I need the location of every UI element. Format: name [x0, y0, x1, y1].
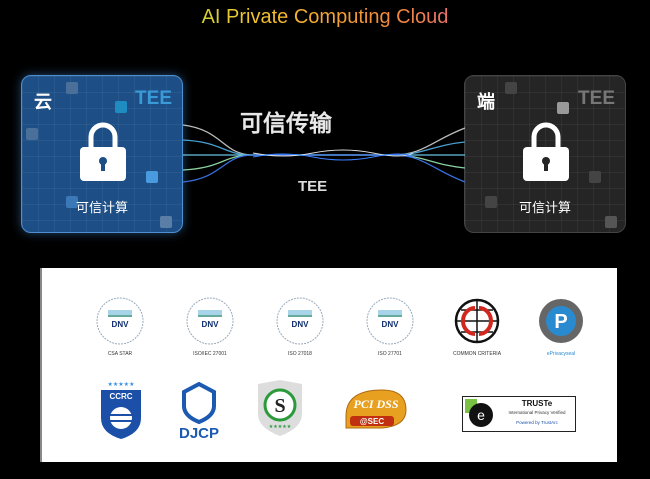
p-text: P	[554, 311, 567, 333]
dnv-text: DNV	[112, 320, 130, 329]
dnv-iso27018-badge: DNV ISO 27018	[272, 296, 328, 357]
device-tee-card: 端 TEE 可信计算	[464, 75, 626, 233]
badge-caption: ePrivacyseal	[546, 351, 576, 357]
dnv-csa-star-badge: DNV CSA STAR	[92, 296, 148, 357]
dnv-text: DNV	[382, 320, 400, 329]
dnv-text: DNV	[202, 320, 220, 329]
pci-text: PCI DSS	[353, 397, 398, 411]
common-criteria-badge: CC COMMON CRITERIA	[449, 296, 505, 357]
badge-caption: ISO 27018	[288, 351, 312, 357]
dnv-iso27001-badge: DNV ISO/IEC 27001	[182, 296, 238, 357]
badge-caption: ISO 27701	[378, 351, 402, 357]
truste-title: TRUSTe	[521, 399, 553, 408]
badge-caption: CSA STAR	[107, 351, 133, 357]
cloud-label: 云	[34, 92, 52, 113]
lock-icon	[80, 122, 126, 181]
truste-line1: International Privacy Verified	[508, 410, 566, 415]
transfer-wires	[183, 124, 465, 183]
dnv-text: DNV	[292, 320, 310, 329]
lock-icon	[523, 122, 569, 181]
svg-text:e: e	[477, 407, 485, 423]
device-tee-label: TEE	[578, 88, 615, 109]
badge-caption: ISO/IEC 27001	[193, 351, 227, 357]
certifications-panel: DNV CSA STAR DNV ISO/IEC 27001 DNV ISO 2…	[40, 268, 617, 462]
cloud-tee-label: TEE	[135, 88, 172, 109]
asec-text: @SEC	[360, 417, 384, 426]
device-caption: 可信计算	[518, 201, 571, 216]
ccrc-badge: CCRC ★★★★★	[98, 378, 144, 445]
eprivacyseal-badge: P ePrivacyseal	[533, 296, 589, 357]
device-label: 端	[477, 92, 495, 113]
svg-text:★★★★★: ★★★★★	[108, 381, 135, 388]
trusted-transfer-label: 可信传输	[240, 111, 332, 137]
djcp-badge: DJCP	[174, 380, 224, 445]
truste-badge: e TRUSTe International Privacy Verified …	[462, 396, 576, 432]
s-text: S	[274, 395, 285, 417]
svg-text:★★★★★: ★★★★★	[269, 424, 292, 430]
djcp-text: DJCP	[179, 425, 219, 440]
s-shield-badge: S ★★★★★	[254, 378, 306, 443]
ccrc-text: CCRC	[109, 392, 132, 401]
transfer-tee-label: TEE	[298, 178, 328, 195]
dnv-iso27701-badge: DNV ISO 27701	[362, 296, 418, 357]
pci-dss-badge: PCI DSS @SEC	[342, 386, 410, 437]
cloud-tee-card: 云 TEE 可信计算	[21, 75, 183, 233]
cloud-caption: 可信计算	[75, 201, 128, 216]
page-title: AI Private Computing Cloud	[0, 6, 650, 29]
truste-line2: Powered by TrustArc	[516, 420, 558, 425]
badge-caption: COMMON CRITERIA	[452, 351, 502, 357]
